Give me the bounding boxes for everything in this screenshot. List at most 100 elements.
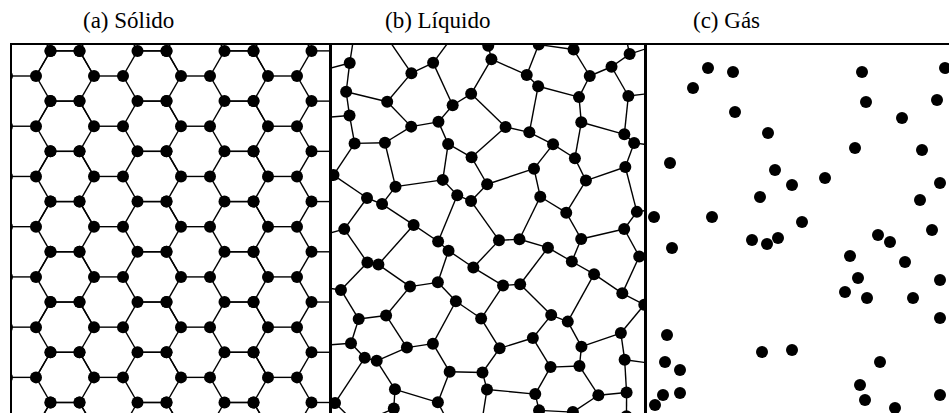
bond-line	[622, 256, 639, 293]
particle-dot	[533, 404, 545, 413]
particle-dot	[74, 346, 86, 358]
particle-dot	[74, 45, 86, 57]
particle-dot	[335, 284, 347, 296]
particle-dot	[451, 189, 463, 201]
particle-dot	[624, 48, 636, 60]
bond-line	[471, 59, 491, 94]
particle-dot	[494, 342, 506, 354]
particle-dot	[248, 346, 260, 358]
gas-particle	[884, 236, 896, 248]
particle-dot	[74, 45, 86, 57]
particle-dot	[161, 196, 173, 208]
particle-dot	[631, 206, 643, 218]
particle-dot	[175, 170, 187, 182]
particle-dot	[219, 396, 231, 408]
particle-dot	[432, 235, 444, 247]
particle-dot	[219, 95, 231, 107]
particle-dot	[74, 246, 86, 258]
bond-line	[586, 167, 625, 181]
bond-line	[438, 195, 457, 241]
particle-dot	[569, 152, 581, 164]
particle-dot	[74, 145, 86, 157]
particle-dot	[30, 371, 42, 383]
gas-particle	[872, 229, 884, 241]
particle-dot	[88, 70, 100, 82]
particle-dot	[380, 309, 392, 321]
particle-dot	[204, 371, 216, 383]
particle-dot	[175, 371, 187, 383]
particle-dot	[132, 45, 144, 57]
particle-dot	[248, 396, 260, 408]
gas-particle	[786, 344, 798, 356]
particle-dot	[405, 67, 417, 79]
particle-dot	[74, 145, 86, 157]
gas-particle	[754, 191, 766, 203]
particle-dot	[161, 346, 173, 358]
particle-dot	[204, 170, 216, 182]
particle-dot	[262, 170, 274, 182]
particle-dot	[248, 246, 260, 258]
particle-dot	[616, 287, 628, 299]
gas-particle	[674, 364, 686, 376]
gas-particle	[756, 346, 768, 358]
particle-dot	[532, 80, 544, 92]
bond-line	[581, 333, 620, 347]
particle-dot	[568, 44, 580, 56]
particle-dot	[45, 95, 57, 107]
particle-dot	[204, 120, 216, 132]
gas-particle	[839, 286, 851, 298]
particle-dot	[562, 316, 574, 328]
gas-particle	[657, 389, 669, 401]
particle-dot	[619, 354, 631, 366]
gas-particle	[786, 179, 798, 191]
particle-dot	[248, 45, 260, 57]
particle-dot	[74, 296, 86, 308]
gas-particle	[772, 232, 784, 244]
particle-dot	[132, 246, 144, 258]
particle-dot	[30, 120, 42, 132]
particle-dot	[306, 246, 318, 258]
particle-dot	[390, 181, 402, 193]
particle-dot	[353, 313, 365, 325]
bond-line	[471, 94, 505, 127]
bond-line	[625, 167, 637, 212]
gas-particle	[844, 250, 856, 262]
gas-particle	[856, 66, 868, 78]
particle-dot	[361, 257, 373, 269]
particle-dot	[291, 221, 303, 233]
particle-dot	[427, 338, 439, 350]
gas-particle	[746, 234, 758, 246]
particle-dot	[529, 388, 541, 400]
particle-dot	[359, 352, 371, 364]
particle-dot	[476, 367, 488, 379]
particle-dot	[88, 371, 100, 383]
panel-heading: (b) Líquido	[385, 8, 490, 33]
bond-line	[581, 122, 624, 134]
particle-dot	[117, 321, 129, 333]
particle-dot	[161, 196, 173, 208]
particle-dot	[45, 246, 57, 258]
particle-dot	[219, 346, 231, 358]
particle-dot	[175, 120, 187, 132]
particle-dot	[132, 296, 144, 308]
particle-dot	[408, 219, 420, 231]
particle-dot	[376, 198, 388, 210]
panel-heading: (c) Gás	[693, 8, 760, 33]
particle-dot	[575, 116, 587, 128]
particle-dot	[633, 250, 644, 262]
particle-dot	[88, 170, 100, 182]
particle-dot	[161, 246, 173, 258]
particle-dot	[481, 383, 493, 395]
gas-particle	[796, 216, 808, 228]
gas-particle	[702, 62, 714, 74]
gas-particle	[861, 292, 873, 304]
particle-dot	[485, 53, 497, 65]
gas-particle	[874, 356, 886, 368]
bond-line	[471, 201, 499, 240]
particle-dot	[161, 296, 173, 308]
particle-dot	[432, 396, 444, 408]
gas-particle	[914, 194, 926, 206]
particle-dot	[542, 242, 554, 254]
particle-dot	[248, 145, 260, 157]
particle-dot	[389, 383, 401, 395]
